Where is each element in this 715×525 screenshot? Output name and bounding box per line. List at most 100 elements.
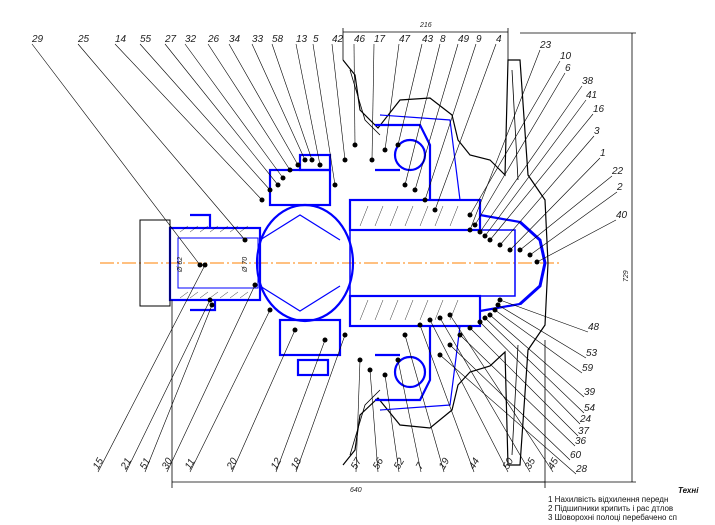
leader-line	[166, 284, 256, 473]
leader-dot	[342, 157, 348, 163]
leader-line	[434, 43, 497, 211]
leader-line	[77, 43, 246, 241]
leader-line	[355, 359, 361, 473]
leader-line	[439, 354, 577, 475]
part-label: 45	[546, 456, 561, 472]
leader-dot	[332, 182, 338, 188]
part-label: 36	[575, 436, 587, 447]
leader-line	[125, 299, 211, 473]
part-label: 23	[539, 40, 552, 51]
dimension-top: 216	[419, 22, 432, 29]
leader-line	[429, 319, 509, 473]
part-label: 28	[575, 464, 588, 475]
part-label: 8	[440, 34, 446, 45]
rim-inner	[349, 69, 519, 456]
leader-dot	[412, 187, 418, 193]
part-label: 4	[496, 34, 502, 45]
part-label: 56	[371, 456, 386, 472]
leader-line	[489, 113, 594, 241]
leader-dot	[369, 157, 375, 163]
part-label: 52	[392, 456, 407, 472]
leader-line	[469, 60, 561, 216]
leader-line	[397, 43, 423, 146]
leader-line	[489, 314, 585, 398]
leader-line	[384, 43, 400, 151]
leader-line	[497, 304, 587, 359]
leader-dot	[477, 229, 483, 235]
leader-line	[529, 191, 618, 256]
part-label: 26	[207, 34, 220, 45]
part-label: 57	[349, 456, 364, 472]
leader-dot	[259, 197, 265, 203]
part-label: 25	[77, 34, 90, 45]
part-label: 15	[91, 456, 106, 472]
note-line: 2 Підшипники крипить і рас дтлов	[548, 504, 674, 513]
leader-line	[371, 43, 375, 161]
leader-line	[404, 334, 445, 473]
part-label: 30	[160, 456, 175, 472]
note-line: 1 Нахилвість відхилення передн	[548, 495, 669, 504]
part-label: 49	[458, 34, 470, 45]
leader-dot	[472, 222, 478, 228]
leader-line	[312, 43, 336, 186]
part-label: 20	[225, 456, 241, 472]
leader-line	[231, 329, 296, 473]
part-label: 27	[164, 34, 177, 45]
leader-dot	[280, 175, 286, 181]
part-label: 17	[374, 34, 386, 45]
leader-dot	[467, 325, 473, 331]
part-label: 58	[272, 34, 284, 45]
leader-dot	[267, 307, 273, 313]
part-label: 22	[611, 166, 624, 177]
part-label: 1	[600, 148, 606, 159]
part-label: 43	[422, 34, 434, 45]
leader-line	[419, 324, 475, 473]
leader-dot	[309, 157, 315, 163]
leader-dot	[252, 282, 258, 288]
leader-line	[519, 175, 613, 251]
part-label: 13	[296, 34, 308, 45]
leader-line	[494, 309, 583, 374]
leader-dot	[202, 262, 208, 268]
part-label: 6	[565, 63, 571, 74]
leader-dot	[322, 337, 328, 343]
leader-line	[414, 43, 459, 191]
leader-line	[499, 135, 595, 246]
wheel-rim	[342, 59, 549, 466]
leader-line	[184, 43, 284, 179]
leader-dot	[207, 297, 213, 303]
leader-line	[114, 43, 263, 201]
part-label: 46	[354, 34, 366, 45]
leader-line	[469, 327, 579, 437]
leader-line	[397, 359, 422, 473]
leader-dot	[242, 237, 248, 243]
leader-dot	[302, 157, 308, 163]
part-label: 41	[586, 90, 597, 101]
leader-line	[484, 317, 585, 414]
leader-dot	[495, 302, 501, 308]
inner-dim-1: Ø 62	[177, 257, 184, 273]
leader-dot	[317, 162, 323, 168]
leader-dot	[447, 342, 453, 348]
leader-line	[97, 264, 206, 473]
part-label: 14	[115, 34, 127, 45]
leader-dot	[527, 252, 533, 258]
leader-dot	[417, 322, 423, 328]
leader-dot	[267, 187, 273, 193]
leader-dot	[497, 242, 503, 248]
leader-line	[353, 43, 356, 146]
part-label: 44	[467, 456, 482, 472]
leader-line	[474, 72, 566, 226]
part-label: 10	[560, 51, 572, 62]
part-label: 60	[570, 450, 582, 461]
leader-dot	[292, 327, 298, 333]
leader-line	[275, 339, 326, 473]
leader-dot	[482, 315, 488, 321]
part-label: 59	[582, 363, 594, 374]
leader-dot	[437, 352, 443, 358]
leader-dot	[492, 307, 498, 313]
leader-line	[189, 309, 271, 473]
leader-line	[295, 334, 346, 473]
part-label: 37	[578, 426, 590, 437]
